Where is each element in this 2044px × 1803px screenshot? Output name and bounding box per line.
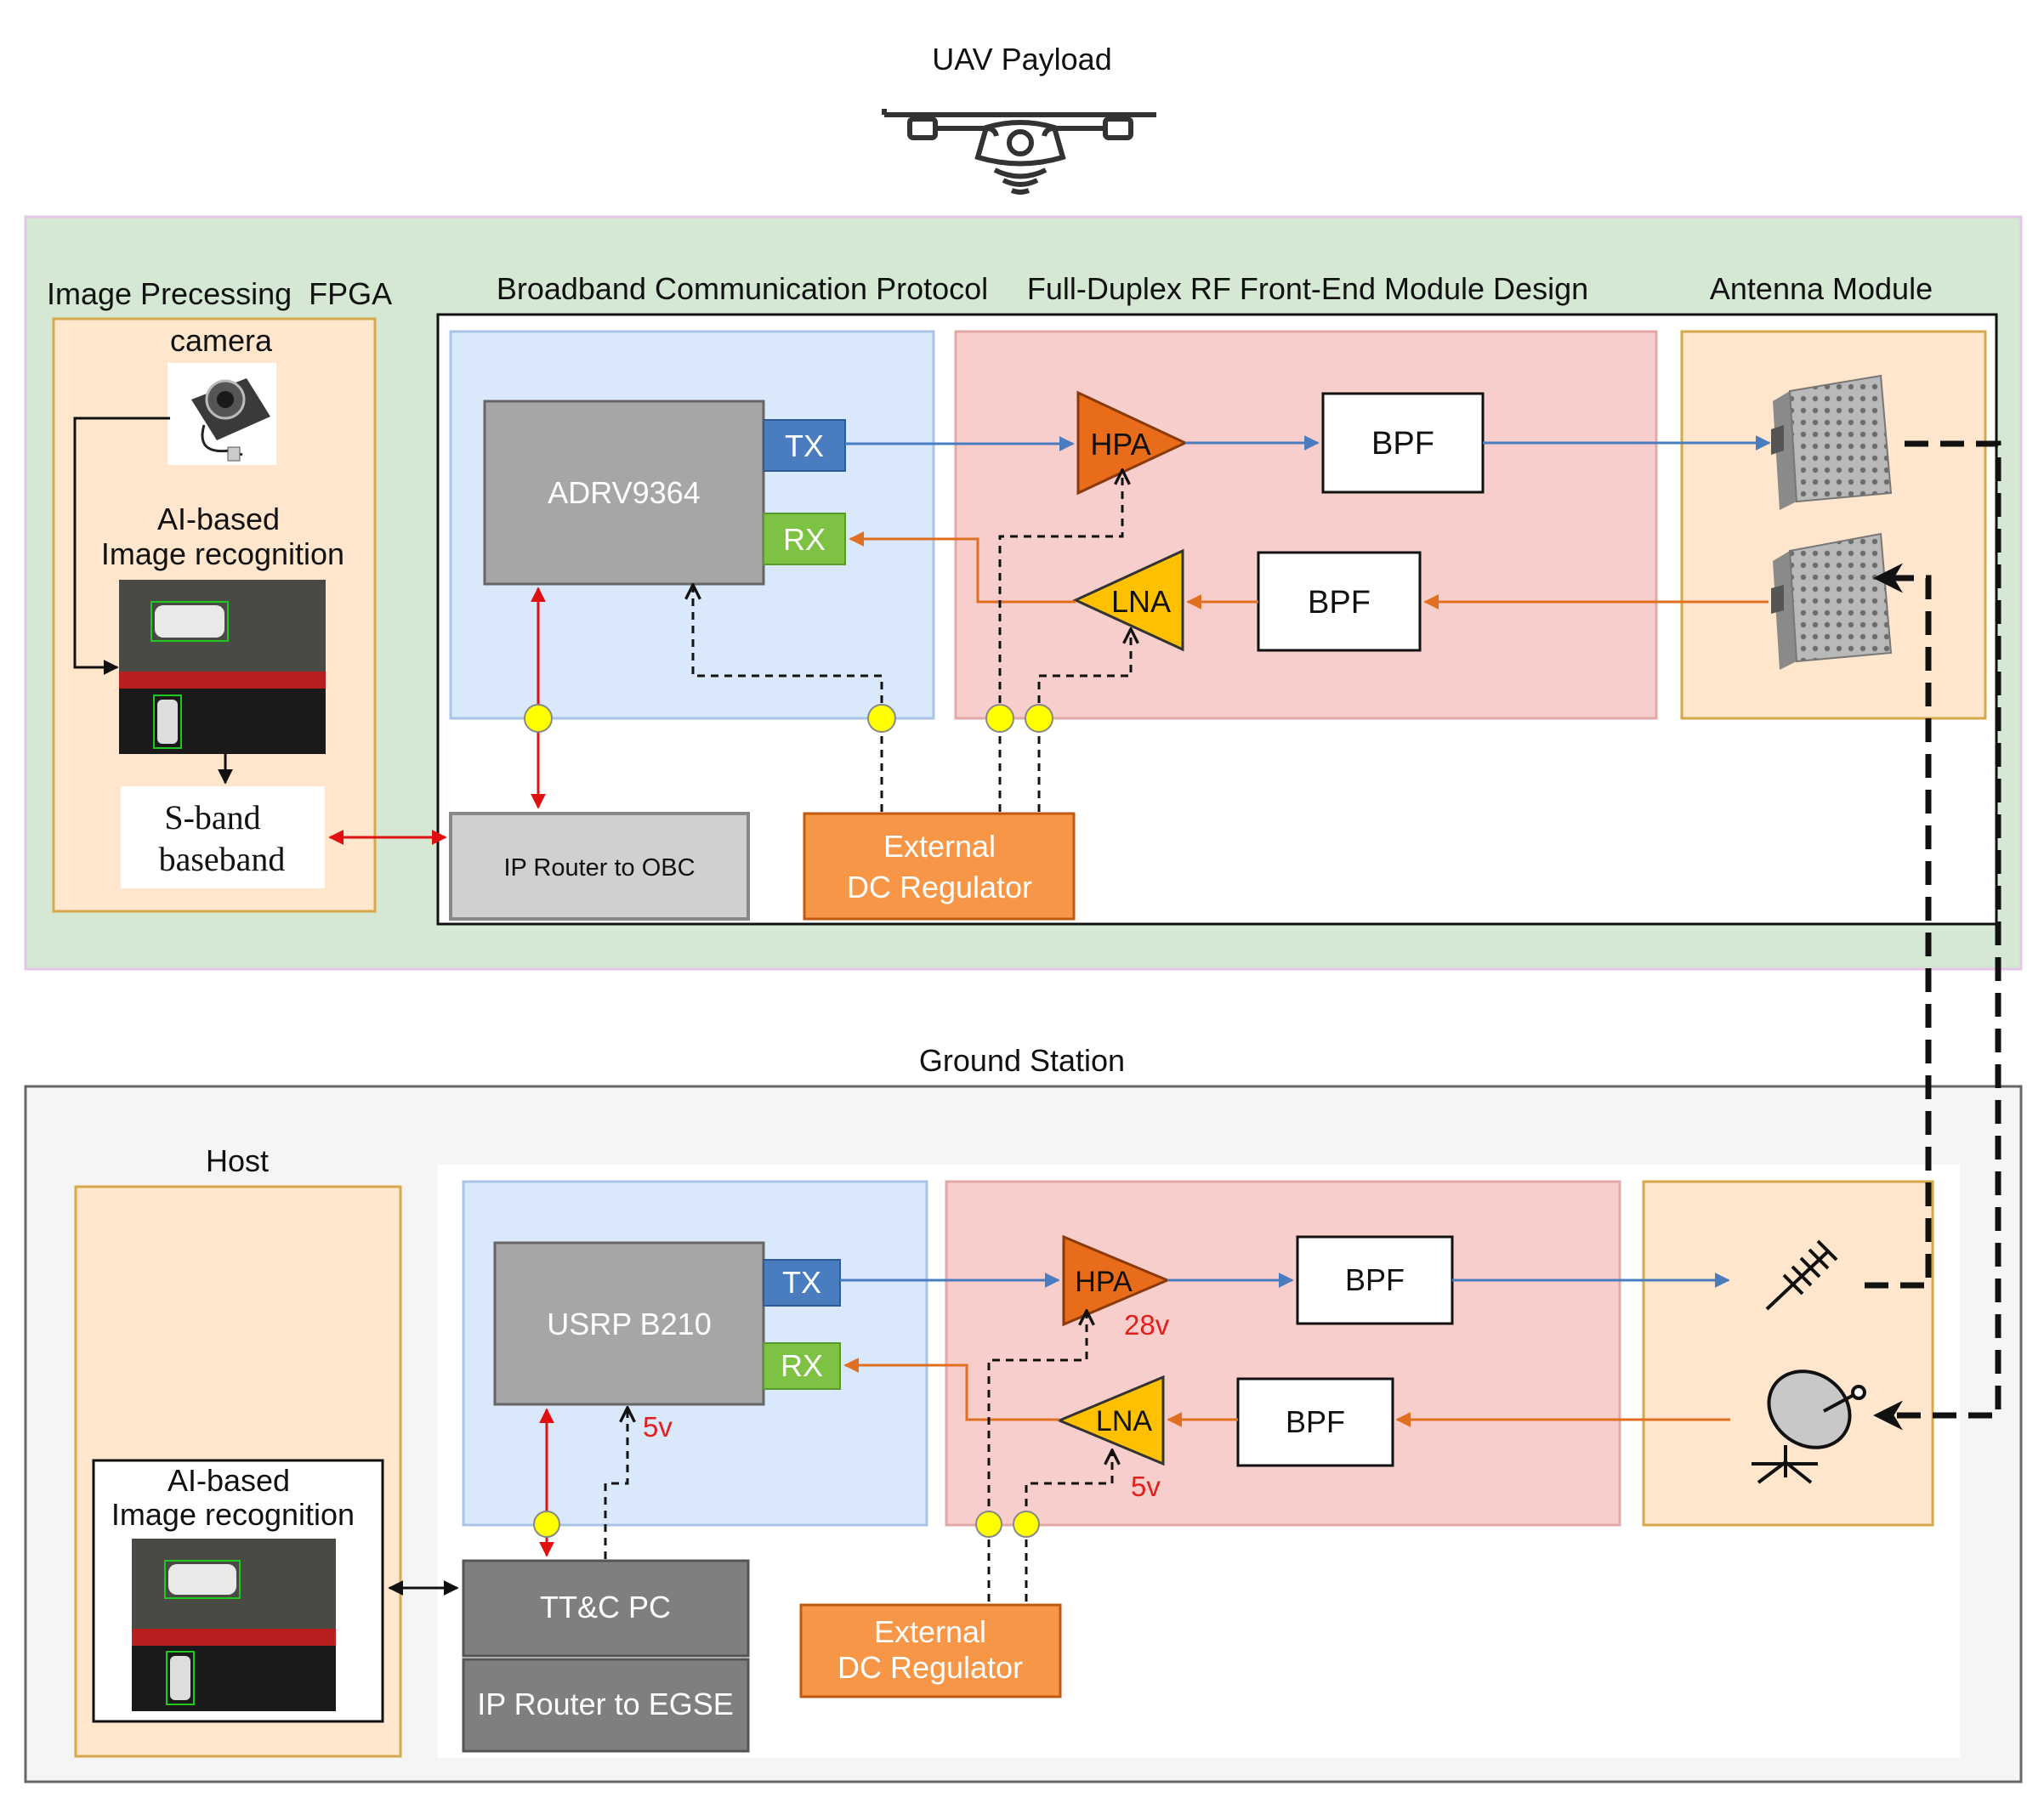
ground-junction-dot [533, 1511, 560, 1538]
camera-to-ai-arrow [73, 417, 170, 675]
uav-dc-regulator-label-2: DC Regulator [847, 870, 1032, 904]
wireless-links [1865, 440, 2001, 1431]
ground-recognition-image [132, 1539, 336, 1711]
rf-title: Full-Duplex RF Front-End Module Design [1027, 271, 1588, 306]
ground-ai-label-1: AI-based [167, 1463, 290, 1498]
ground-yagi-antenna-icon [1765, 1239, 1838, 1311]
ground-junction-dot [1013, 1511, 1040, 1538]
uav-dc-regulator [803, 812, 1076, 921]
usrp-b210-block [493, 1241, 765, 1406]
ground-lna-label: LNA [1096, 1405, 1152, 1437]
host-title: Host [206, 1143, 269, 1178]
uav-bpf-rx-label: BPF [1308, 585, 1371, 621]
uav-ip-router [449, 812, 750, 921]
uav-to-ground-link [1873, 440, 2001, 1431]
uav-junction-dot [524, 704, 553, 733]
uav-lna-label: LNA [1111, 584, 1171, 619]
ground-lna-voltage: 5v [1131, 1471, 1161, 1502]
uav-bpf-rx [1257, 551, 1422, 652]
fpga-title: Image Precessing FPGA [47, 276, 392, 311]
uav-bpf-tx-label: BPF [1371, 426, 1434, 462]
uav-tx-label: TX [785, 428, 824, 463]
uav-hpa-amplifier [1076, 390, 1189, 496]
ground-dc-regulator-label-1: External [874, 1614, 986, 1649]
ground-dc-regulator-label-2: DC Regulator [837, 1650, 1023, 1685]
ground-satellite-dish-icon [1752, 1369, 1866, 1484]
uav-ai-label-1: AI-based [157, 502, 280, 536]
ground-lna-amplifier [1056, 1375, 1165, 1466]
ground-bpf-rx [1236, 1377, 1394, 1467]
ground-lna-to-rx-line [843, 1358, 1059, 1421]
uav-dc-regulator-label-1: External [883, 829, 996, 864]
sband-label-2: baseband [159, 840, 286, 878]
ground-rx-label: RX [781, 1348, 823, 1383]
uav-ip-router-label: IP Router to OBC [503, 854, 695, 882]
antenna-title: Antenna Module [1710, 271, 1933, 306]
ground-title: Ground Station [919, 1043, 1125, 1078]
protocol-title: Broadband Communication Protocol [497, 271, 988, 306]
ground-tx-label: TX [782, 1265, 821, 1300]
uav-rx-panel-antenna-icon [1771, 532, 1893, 670]
camera-icon [167, 363, 276, 465]
ground-rx-port [763, 1342, 841, 1390]
ground-to-uav-link [1865, 563, 1932, 1289]
uav-junction-dot [1025, 704, 1053, 733]
uav-tx-panel-antenna-icon [1771, 374, 1893, 510]
uav-rx-label: RX [783, 522, 826, 557]
uav-power-lines [693, 472, 1131, 812]
ground-rf-panel [945, 1180, 1621, 1527]
ground-junction-dot [975, 1511, 1002, 1538]
sband-label-1: S-band [164, 798, 260, 836]
ttc-pc-block [462, 1559, 750, 1658]
ground-ai-label-2: Image recognition [111, 1497, 355, 1532]
ground-hpa-label: HPA [1075, 1266, 1133, 1298]
uav-lna-to-rx-line [849, 531, 1076, 604]
ttc-pc-label: TT&C PC [540, 1590, 671, 1624]
uav-junction-dot [867, 704, 896, 733]
ground-tx-port [763, 1259, 841, 1307]
ground-dc-regulator [799, 1603, 1062, 1698]
usrp-voltage: 5v [643, 1411, 673, 1443]
ground-ip-router-label: IP Router to EGSE [477, 1687, 733, 1721]
uav-rf-panel [954, 330, 1658, 720]
uav-junction-dot [985, 704, 1014, 733]
ground-bpf-tx [1296, 1235, 1454, 1325]
camera-label: camera [170, 323, 273, 358]
ground-hpa-voltage: 28v [1124, 1309, 1170, 1341]
ground-bpf-tx-label: BPF [1345, 1262, 1405, 1297]
uav-tx-port [763, 419, 846, 472]
uav-ai-label-2: Image recognition [101, 536, 344, 571]
drone-icon [882, 109, 1156, 195]
ground-antenna-panel [1642, 1180, 1934, 1527]
uav-bpf-tx [1321, 392, 1485, 494]
usrp-b210-label: USRP B210 [547, 1307, 711, 1341]
uav-recognition-image [119, 580, 326, 754]
uav-title: UAV Payload [932, 42, 1111, 77]
uav-hpa-label: HPA [1090, 427, 1150, 462]
uav-rx-port [763, 513, 846, 565]
adrv9364-block [483, 400, 765, 586]
adrv9364-label: ADRV9364 [548, 475, 700, 510]
ground-bpf-rx-label: BPF [1286, 1404, 1345, 1439]
ground-ip-router [462, 1658, 750, 1753]
ground-power-lines [604, 1313, 1112, 1602]
sband-baseband-box [121, 786, 325, 888]
ground-hpa-amplifier [1062, 1234, 1171, 1327]
uav-lna-amplifier [1072, 548, 1184, 652]
